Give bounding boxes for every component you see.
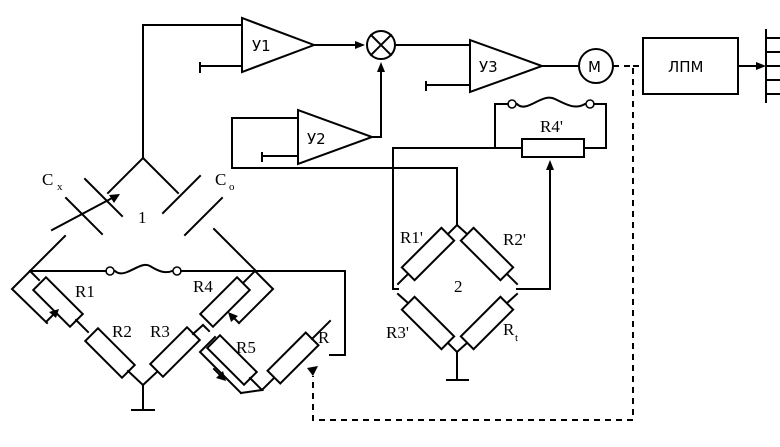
wire-r-top: [310, 319, 332, 341]
svg-text:М: М: [588, 58, 601, 76]
r2p-label: R2': [503, 230, 526, 249]
resistor-r4p: [521, 138, 585, 158]
capacitor-cx: [50, 177, 124, 236]
r4-label: R4: [193, 277, 213, 296]
amplifier-u1: У1: [241, 16, 317, 74]
wire-r4-r5: [201, 323, 211, 333]
wire-r1-top: [28, 269, 41, 282]
wire-r4-top: [242, 269, 257, 284]
wire-r-bottom: [260, 376, 276, 392]
cx-label: C: [42, 170, 53, 189]
rt-subscript: t: [515, 332, 518, 344]
wire-u2-mixer: [371, 65, 382, 138]
r5-label: R5: [236, 338, 256, 357]
wire-r4p-jumper-left: [494, 103, 509, 149]
wire-co-bottom: [212, 227, 257, 272]
wire-r1p-top: [446, 223, 459, 236]
arrow-r4p-slider: [546, 160, 554, 170]
wire-r2p-top: [455, 223, 469, 236]
wire-r1p-bottom: [396, 272, 410, 286]
wire-bridge2-left: [392, 147, 496, 290]
wire-r3p-top: [396, 292, 410, 305]
resistor-r3p: [400, 295, 456, 351]
arrow-recorder-chart: [756, 62, 766, 70]
wire-cx-bottom: [28, 234, 67, 273]
r2-label: R2: [112, 322, 132, 341]
mechanical-link: [312, 65, 634, 421]
wire-co-top: [141, 156, 180, 195]
contact-left: [105, 266, 115, 276]
wire-r1-bracket: [10, 269, 49, 325]
arrow-r1-head: [49, 309, 59, 318]
bridge-2-label: 2: [454, 277, 463, 296]
wire-bridge2-right: [516, 165, 551, 290]
arrow-r4-head: [228, 312, 238, 322]
jumper-r4p: [515, 96, 587, 108]
wire-node-r3: [141, 369, 160, 387]
wire-cx-top: [106, 156, 145, 195]
arrow-r5-head: [216, 371, 226, 381]
capacitor-co: [161, 174, 224, 237]
wire-r5-bracket: [198, 335, 243, 395]
chart-strip: [765, 29, 780, 103]
wire-r4p-jumper-right: [593, 103, 607, 149]
jumper-wire: [113, 263, 174, 275]
wire-r2-node: [126, 369, 145, 387]
resistor-r: [266, 331, 320, 385]
resistor-r4: [198, 275, 252, 329]
arrow-r-head: [307, 366, 318, 376]
wire-rt-top: [505, 292, 519, 305]
amplifier-u3: У3: [469, 38, 545, 94]
contact-right: [172, 266, 182, 276]
co-label: C: [215, 170, 226, 189]
arrow-u1-mixer: [355, 41, 365, 49]
svg-text:У3: У3: [479, 58, 498, 76]
wire-r2p-bottom: [505, 272, 519, 286]
motor: М: [578, 48, 614, 84]
contact-r4p-left: [507, 99, 517, 109]
wire-u2-input: [231, 117, 458, 169]
svg-text:У2: У2: [307, 130, 326, 148]
r1-label: R1: [75, 282, 95, 301]
wire-right-r: [254, 270, 346, 356]
r1p-label: R1': [400, 228, 423, 247]
rt-label: R: [503, 320, 515, 339]
svg-text:ЛПМ: ЛПМ: [668, 58, 704, 76]
arrow-u2-mixer: [377, 62, 385, 72]
wire-r1-r2: [74, 318, 90, 334]
cx-subscript: x: [57, 181, 63, 193]
r3p-label: R3': [386, 323, 409, 342]
wire-r3p-bottom: [446, 341, 459, 354]
contact-r4p-right: [585, 99, 595, 109]
co-subscript: o: [229, 181, 235, 193]
wire-bridge1-u1: [142, 24, 243, 159]
r4p-label: R4': [540, 117, 563, 136]
r-label: R: [318, 328, 330, 347]
wire-r4-bracket: [237, 269, 275, 325]
amplifier-u2: У2: [297, 108, 375, 166]
bridge-1-label: 1: [138, 208, 147, 227]
wire-r3-r4: [191, 323, 205, 336]
mixer-symbol: [366, 30, 396, 60]
svg-text:У1: У1: [252, 37, 271, 55]
recorder-lpm: ЛПМ: [642, 37, 739, 95]
wire-rt-bottom: [455, 341, 469, 354]
r3-label: R3: [150, 322, 170, 341]
